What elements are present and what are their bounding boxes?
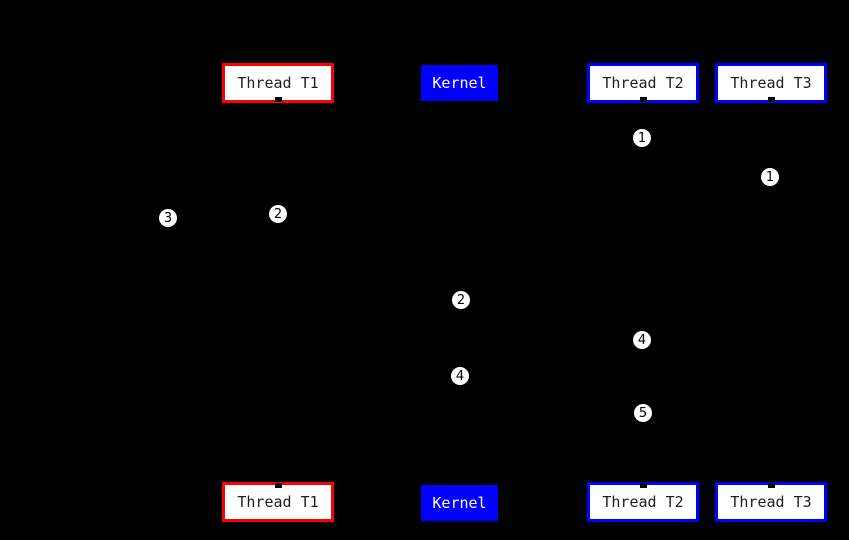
autonumber-badge-step1-t2: 1 xyxy=(633,129,651,147)
autonumber-badge-step3-left: 3 xyxy=(159,209,177,227)
participant-label-thread-t1-top: Thread T1 xyxy=(237,73,319,92)
participant-label-thread-t1-bottom: Thread T1 xyxy=(237,492,319,511)
autonumber-badge-step5-t2: 5 xyxy=(634,404,652,422)
autonumber-badge-step1-t3: 1 xyxy=(761,168,779,186)
autonumber-badge-step2-kernel: 2 xyxy=(452,291,470,309)
autonumber-badge-step4-t2: 4 xyxy=(633,331,651,349)
badge-value: 3 xyxy=(163,210,173,226)
lifeline-stub-t2-top xyxy=(640,97,647,102)
participant-label-kernel-top: Kernel xyxy=(432,73,487,92)
participant-box-kernel-bottom: Kernel xyxy=(421,485,498,521)
badge-value: 1 xyxy=(765,169,775,185)
lifeline-stub-t1-bottom xyxy=(275,483,282,488)
participant-label-thread-t3-top: Thread T3 xyxy=(730,73,812,92)
participant-box-thread-t2-top: Thread T2 xyxy=(587,63,699,103)
badge-value: 4 xyxy=(455,368,465,384)
participant-label-thread-t2-top: Thread T2 xyxy=(602,73,684,92)
participant-box-thread-t3-bottom: Thread T3 xyxy=(715,482,827,522)
autonumber-badge-step4-kernel: 4 xyxy=(451,367,469,385)
participant-box-thread-t3-top: Thread T3 xyxy=(715,63,827,103)
badge-value: 4 xyxy=(637,332,647,348)
participant-box-thread-t1-top: Thread T1 xyxy=(222,63,334,103)
lifeline-stub-t2-bottom xyxy=(640,483,647,488)
participant-box-kernel-top: Kernel xyxy=(421,65,498,101)
lifeline-stub-t3-top xyxy=(768,97,775,102)
autonumber-badge-step2-t1: 2 xyxy=(269,205,287,223)
lifeline-stub-t3-bottom xyxy=(768,483,775,488)
participant-label-thread-t3-bottom: Thread T3 xyxy=(730,492,812,511)
badge-value: 1 xyxy=(637,130,647,146)
badge-value: 2 xyxy=(273,206,283,222)
lifeline-stub-t1-top xyxy=(275,97,282,102)
participant-box-thread-t2-bottom: Thread T2 xyxy=(587,482,699,522)
badge-value: 5 xyxy=(638,405,648,421)
participant-label-thread-t2-bottom: Thread T2 xyxy=(602,492,684,511)
participant-label-kernel-bottom: Kernel xyxy=(432,493,487,512)
participant-box-thread-t1-bottom: Thread T1 xyxy=(222,482,334,522)
badge-value: 2 xyxy=(456,292,466,308)
